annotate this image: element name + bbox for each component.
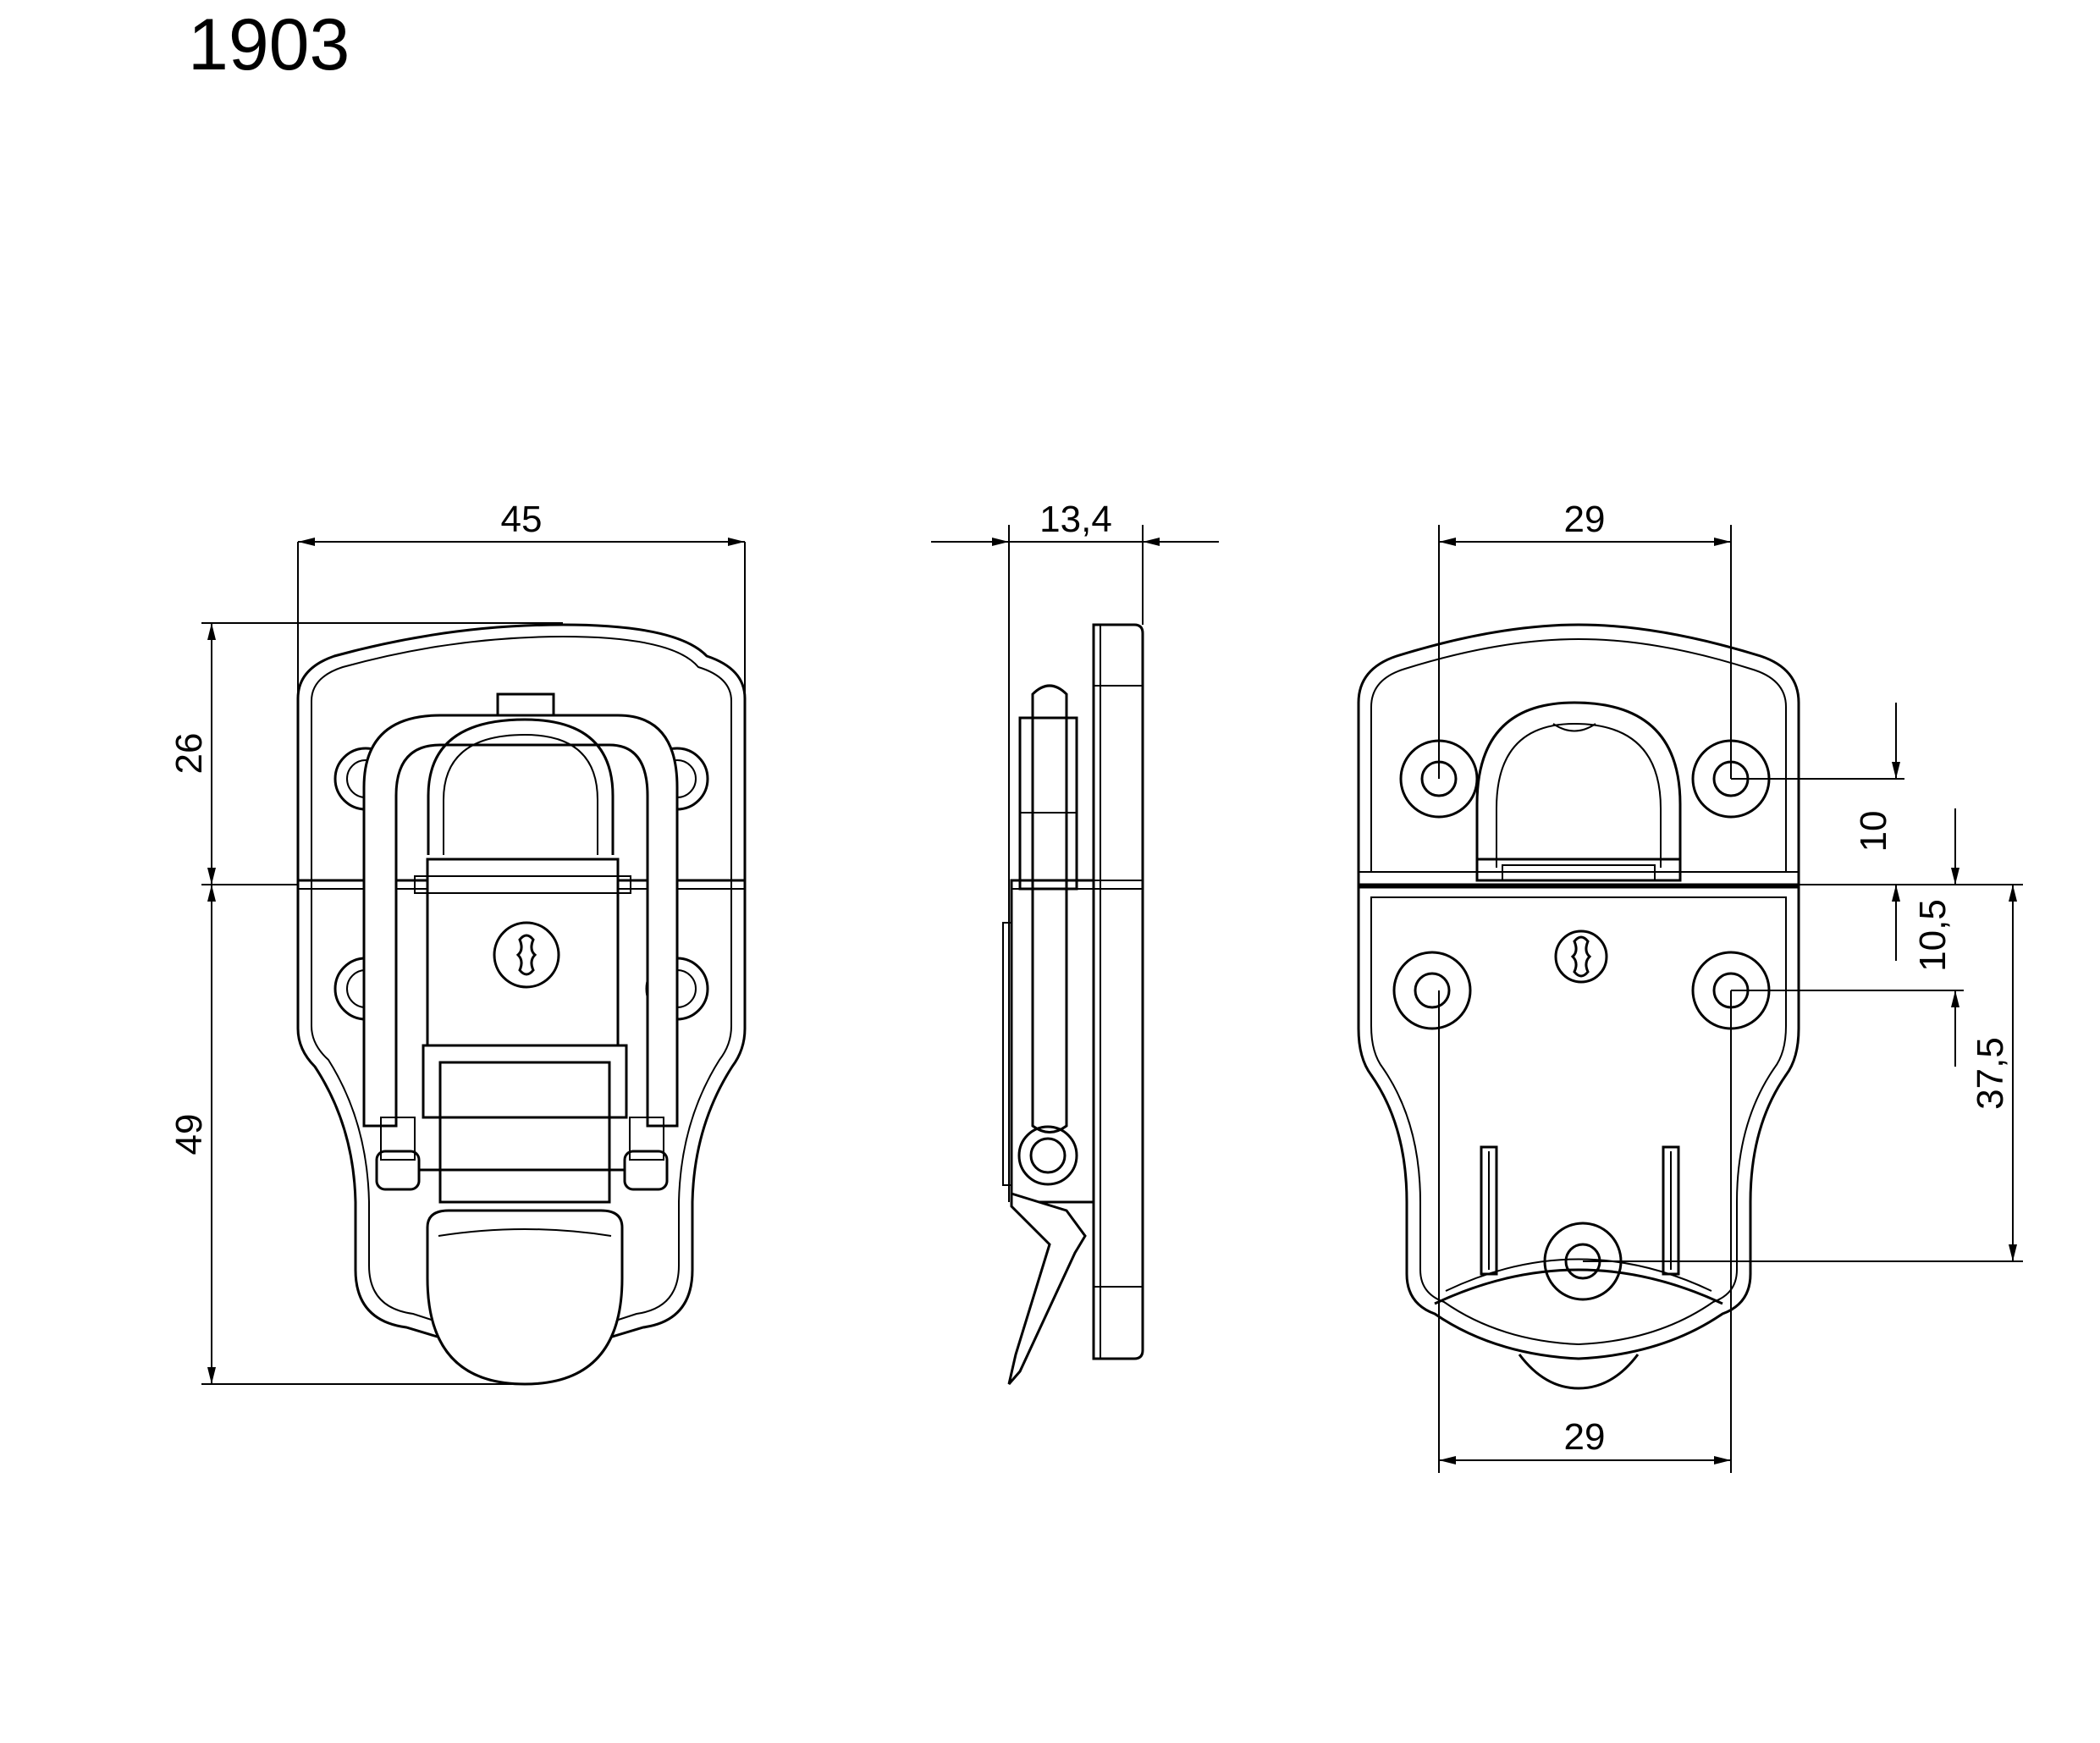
side-view	[1002, 623, 1144, 1385]
front-width-dimension: 45	[297, 499, 746, 880]
back-middle-offset-label: 10,5	[1912, 899, 1954, 972]
back-top-spacing-label: 29	[1564, 499, 1606, 540]
front-upper-height-dimension: 26	[168, 622, 563, 885]
back-lower-offset-label: 37,5	[1970, 1037, 2011, 1110]
product-number: 1903	[188, 4, 350, 85]
back-bottom-spacing-label: 29	[1564, 1416, 1606, 1458]
back-view	[1357, 623, 1800, 1390]
front-width-label: 45	[501, 499, 543, 540]
front-view	[296, 623, 747, 1386]
front-lower-height-label: 49	[168, 1114, 210, 1156]
side-depth-label: 13,4	[1039, 499, 1112, 540]
front-lower-height-dimension: 49	[168, 885, 525, 1385]
back-upper-offset-dimension: 10	[1731, 703, 2023, 961]
back-hole-lower-left	[1392, 951, 1472, 1030]
front-upper-height-label: 26	[168, 733, 210, 775]
side-depth-dimension: 13,4	[931, 499, 1219, 1202]
back-middle-offset-dimension: 10,5	[1731, 808, 1964, 1067]
back-top-spacing-dimension: 29	[1438, 499, 1732, 779]
back-lower-offset-dimension: 37,5	[1583, 885, 2023, 1262]
back-bottom-spacing-dimension: 29	[1438, 990, 1732, 1473]
back-upper-offset-label: 10	[1853, 811, 1894, 852]
